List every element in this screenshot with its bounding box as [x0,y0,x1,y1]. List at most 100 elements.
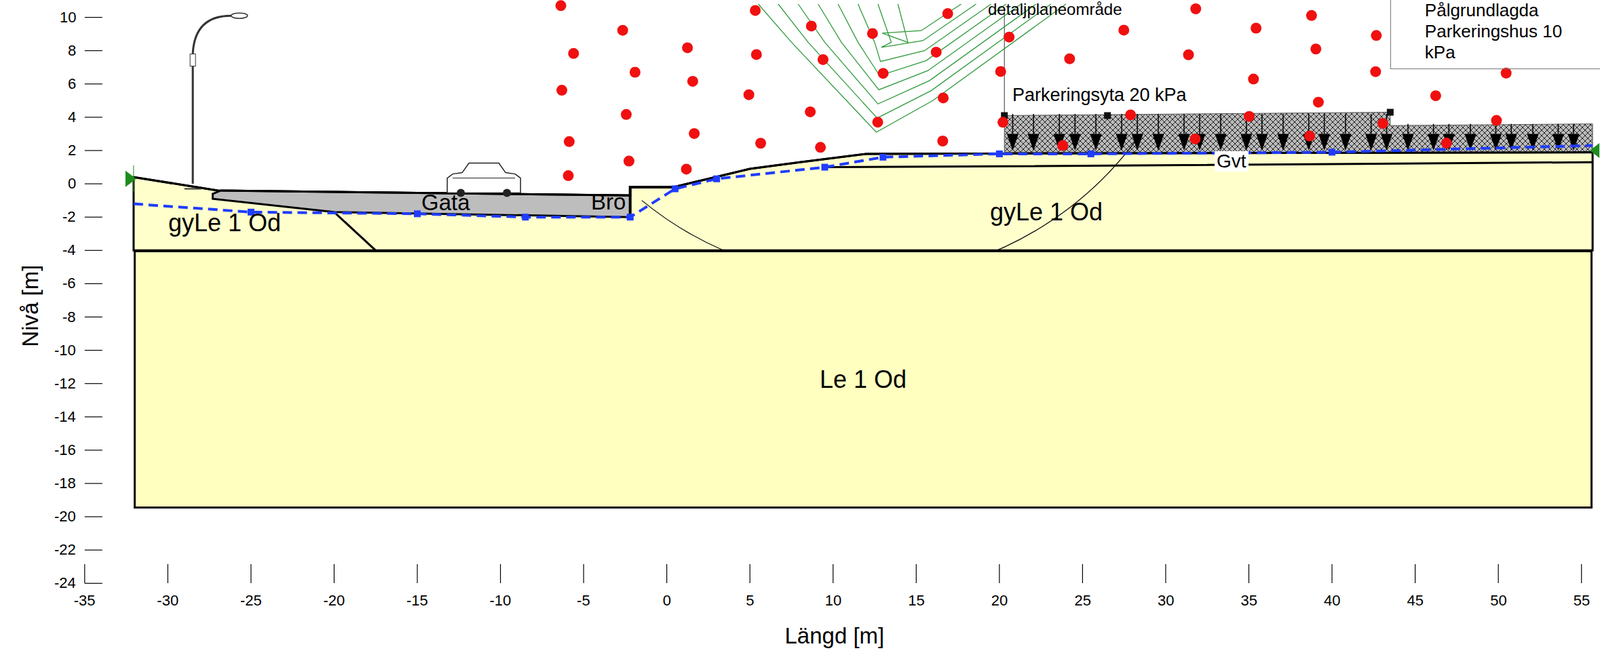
calc-point [555,0,567,11]
load-arrow [1433,124,1435,135]
axis-tick [84,116,103,118]
axis-tick [84,516,103,518]
calc-point [1441,137,1453,149]
load-arrow [1380,133,1393,151]
axis-tick [84,283,103,285]
calc-point [1370,29,1382,41]
load-arrow [1568,133,1580,151]
ground-surface [133,152,1593,197]
axis-tick [84,483,103,484]
car [452,177,516,179]
contour-line [882,4,961,43]
soil-label: gyLe 1 Od [168,209,281,237]
axis-tick [1082,564,1083,584]
load-arrow [1532,124,1534,135]
axis-tick [500,564,501,584]
axis-tick-label: 25 [1074,593,1091,610]
axis-tick-label: -14 [54,409,76,426]
axis-tick-label: -18 [54,475,76,492]
soil-layer [133,152,1593,252]
load-arrow [1370,113,1373,134]
load-arrow [1401,133,1414,151]
groundwater-marker [1087,150,1095,158]
calc-point [1430,90,1442,102]
load-arrow [1215,133,1227,151]
calc-point [1190,3,1202,15]
layer-label: Gvt [1214,151,1249,173]
bridge-label: Bro [591,189,626,215]
calc-point [1247,73,1259,85]
calc-point [1003,31,1015,43]
load-arrow [1152,133,1165,151]
axis-tick-label: -8 [62,309,76,326]
calc-point [563,170,575,182]
load-arrow [1032,113,1035,134]
axis-tick-label: 20 [991,593,1008,610]
axis-tick [1498,564,1499,584]
calc-point [872,116,884,128]
area-label: detaljplaneområde [987,0,1122,19]
load-arrow [1552,133,1565,151]
load-arrow [1277,133,1290,151]
calc-point [623,156,635,167]
load-arrow [1183,113,1185,134]
groundwater-marker [626,213,634,221]
axis-tick-label: 40 [1323,593,1341,610]
load-arrow [1365,133,1377,151]
axis-tick-label: 8 [67,42,76,60]
calc-point [1490,115,1502,127]
lamp-post [192,15,231,184]
axis-tick [84,16,103,18]
calc-point [814,141,826,153]
calc-point [806,20,817,32]
load-arrow [1220,113,1222,134]
groundwater-marker [996,150,1003,158]
axis-tick [998,564,1000,584]
axis-tick-label: 5 [745,593,754,610]
calc-point [1500,67,1512,79]
load-arrow [1120,113,1123,134]
calc-point [937,92,949,104]
load-arrow [1255,133,1268,151]
calc-point [1183,49,1195,61]
groundwater-marker [521,213,529,221]
axis-tick [1165,564,1166,584]
axis-tick [84,183,103,185]
load-arrow [1157,113,1159,134]
axis-tick [84,250,103,252]
calc-point [997,116,1009,128]
contour-line [797,4,1037,104]
calc-point [681,42,693,53]
axis-tick [666,564,668,584]
lamp-post [189,54,196,67]
axis-tick [84,149,103,151]
calc-point [867,27,879,39]
calc-point [556,84,568,96]
calc-point [937,135,948,147]
calc-point [629,67,641,79]
calc-point [804,106,816,118]
axis-tick [416,564,418,584]
parking-surface [1004,112,1593,153]
calc-point [688,128,700,140]
axis-tick [84,316,103,318]
load-arrow [1131,133,1144,151]
axis-tick [1581,564,1582,584]
load-arrow [1510,124,1512,135]
soil-label: gyLe 1 Od [989,198,1103,226]
calc-point [995,65,1007,77]
load-label: Parkeringsyta 20 kPa [1012,85,1187,106]
boundary-marker [125,170,137,188]
soil-layer-box: Le 1 Od [133,250,1593,509]
contour-line [837,4,1007,76]
load-arrow [1198,113,1201,134]
load-arrow [1116,133,1128,151]
calc-point [1063,53,1075,65]
contour-line [778,4,1052,119]
calc-point [563,136,575,148]
load-arrow [1095,113,1097,134]
axis-tick-label: 35 [1241,593,1258,610]
load-arrow [1240,133,1252,151]
axis-tick [84,449,103,451]
load-arrow [1006,133,1019,151]
